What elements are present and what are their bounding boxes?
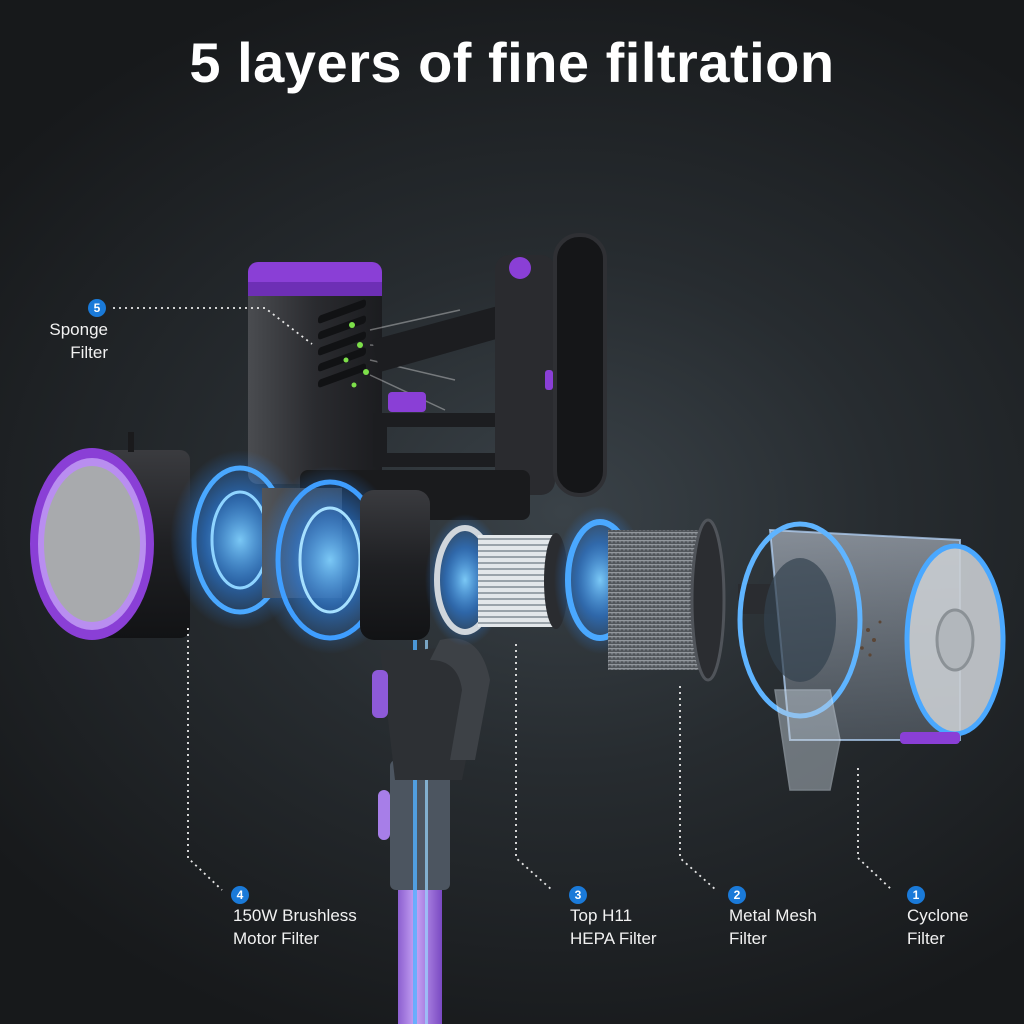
callout-label-line1: 150W Brushless [233, 906, 357, 925]
callout-badge-3: 3 [569, 886, 587, 904]
main-body [248, 262, 461, 484]
callout-label-sponge-filter: Sponge Filter [20, 318, 108, 364]
sponge-filter-cap [30, 432, 190, 640]
callout-label-cyclone-filter: Cyclone Filter [907, 904, 968, 950]
callout-label-motor-filter: 150W Brushless Motor Filter [233, 904, 357, 950]
callout-leader-lines [113, 307, 893, 891]
callout-badge-5: 5 [88, 299, 106, 317]
callout-label-line1: Cyclone [907, 906, 969, 925]
cyclone-dustbin [737, 521, 1006, 791]
callout-badge-2: 2 [728, 886, 746, 904]
hepa-filter [425, 514, 568, 646]
handle-frame [300, 233, 607, 520]
metal-mesh-filter [554, 506, 726, 682]
vacuum-tube [378, 640, 450, 1024]
callout-badge-1: 1 [907, 886, 925, 904]
callout-label-line2: Filter [729, 929, 767, 948]
callout-label-line1: Sponge [49, 320, 108, 339]
callout-label-line1: Top H11 [570, 906, 633, 925]
callout-badge-4: 4 [231, 886, 249, 904]
callout-label-line2: Filter [907, 929, 945, 948]
callout-label-metal-mesh-filter: Metal Mesh Filter [729, 904, 817, 950]
callout-label-line2: Filter [70, 343, 108, 362]
callout-label-line2: HEPA Filter [570, 929, 657, 948]
callout-label-hepa-filter: Top H11 HEPA Filter [570, 904, 657, 950]
callout-label-line1: Metal Mesh [729, 906, 817, 925]
motor-assembly [170, 450, 430, 654]
callout-label-line2: Motor Filter [233, 929, 319, 948]
page-title: 5 layers of fine filtration [189, 31, 835, 94]
